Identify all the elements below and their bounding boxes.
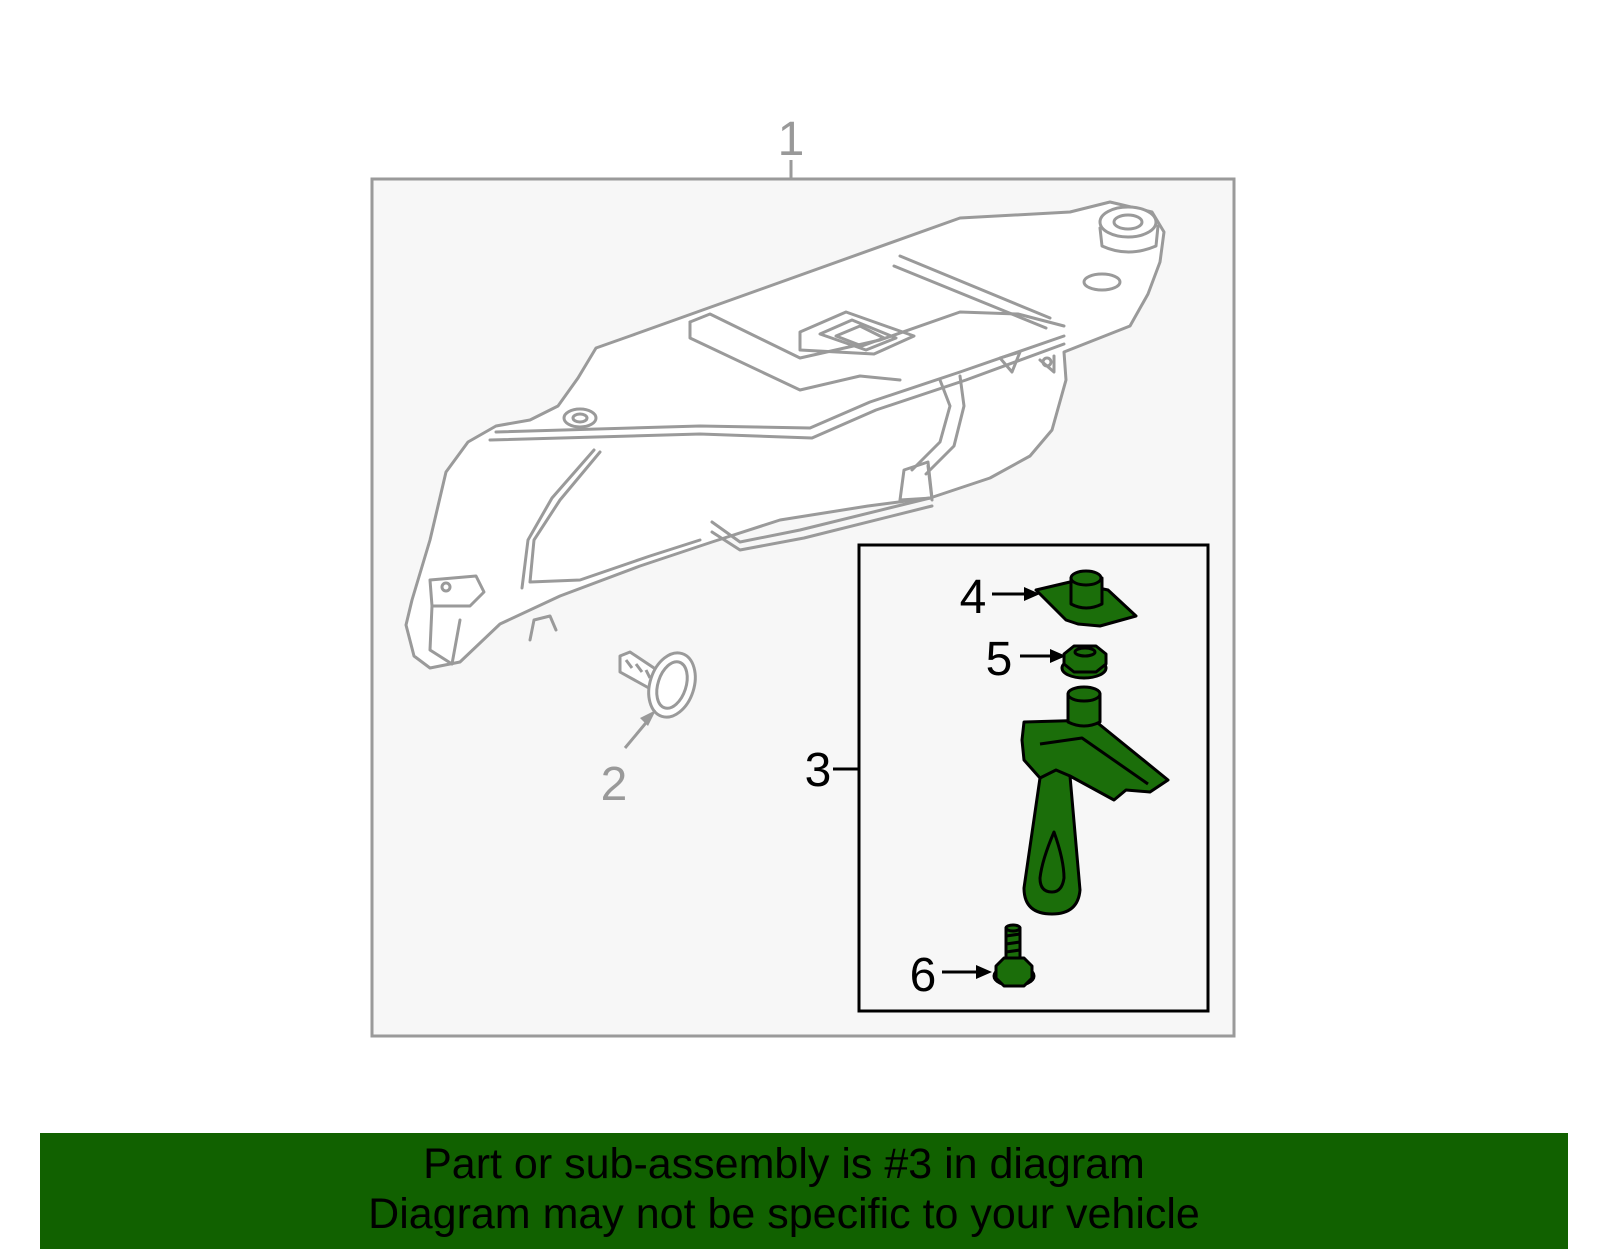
callout-4-arrow bbox=[992, 587, 1040, 601]
callout-3: 3 bbox=[805, 744, 832, 797]
push-pin-fastener-drawing bbox=[618, 650, 697, 719]
callout-2-arrow bbox=[623, 710, 656, 749]
callout-5: 5 bbox=[986, 633, 1013, 686]
info-banner: Part or sub-assembly is #3 in diagram Di… bbox=[40, 1133, 1568, 1249]
callout-5-arrow bbox=[1020, 649, 1066, 663]
strap-bracket-part bbox=[1020, 685, 1170, 916]
banner-line-2: Diagram may not be specific to your vehi… bbox=[368, 1190, 1200, 1238]
banner-line-1: Part or sub-assembly is #3 in diagram bbox=[423, 1140, 1145, 1188]
callout-6: 6 bbox=[910, 949, 937, 1002]
callout-1: 1 bbox=[778, 113, 805, 166]
callout-4: 4 bbox=[960, 571, 987, 624]
callout-6-arrow bbox=[942, 965, 992, 979]
fuel-tank-drawing bbox=[404, 200, 1166, 670]
hex-nut-part bbox=[1060, 644, 1108, 680]
nut-plate-part bbox=[1034, 569, 1138, 628]
subassembly-box bbox=[857, 543, 1210, 1013]
callout-2: 2 bbox=[601, 758, 628, 811]
flange-bolt-part bbox=[992, 923, 1036, 988]
